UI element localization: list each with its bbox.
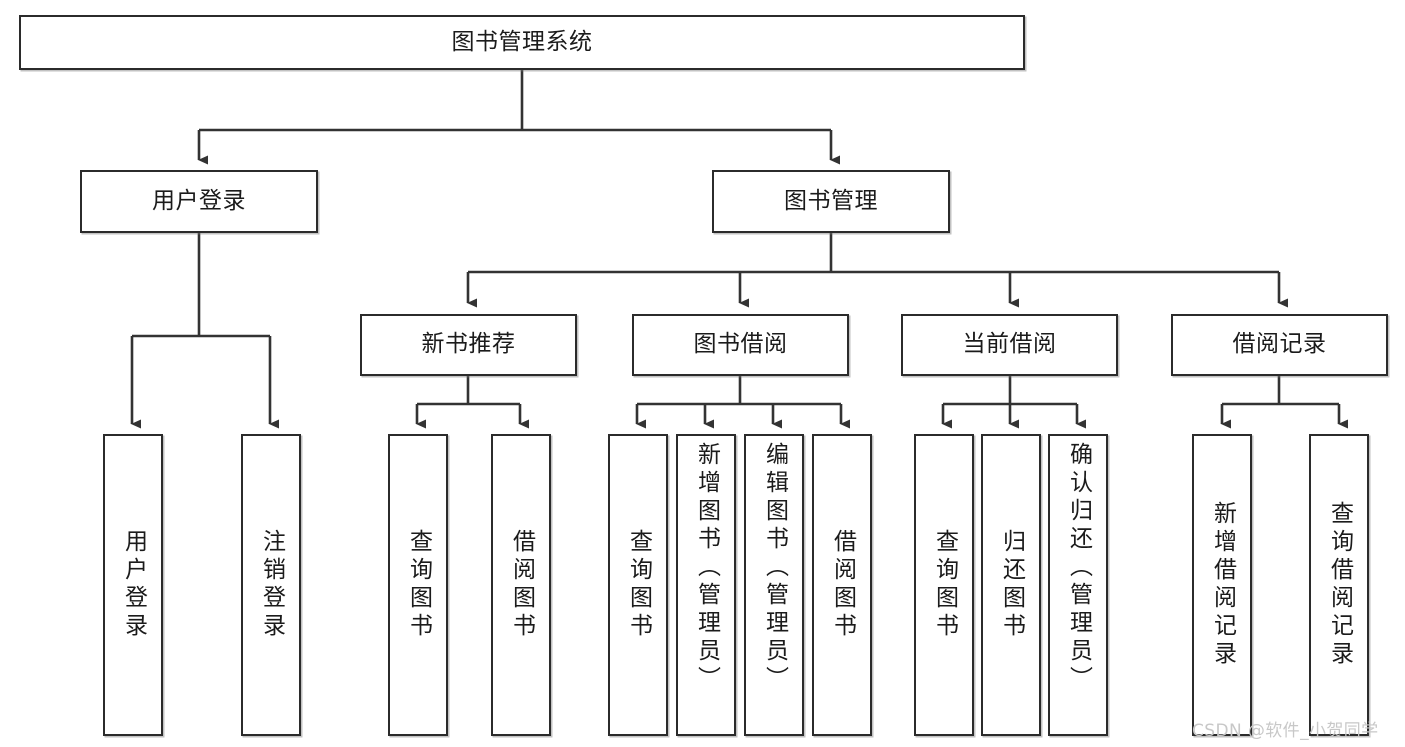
node-leaf-borrow-book-2-label: 借阅图书 <box>829 529 856 641</box>
node-new-book-recommend-label: 新书推荐 <box>421 331 516 358</box>
node-leaf-add-record[interactable]: 新增借阅记录 <box>1192 434 1252 736</box>
node-leaf-query-book-1[interactable]: 查询图书 <box>388 434 448 736</box>
node-leaf-confirm-return-label: 确认归还（管理员） <box>1065 442 1092 694</box>
node-book-borrow-label: 图书借阅 <box>693 331 788 358</box>
node-leaf-borrow-book-2[interactable]: 借阅图书 <box>812 434 872 736</box>
node-leaf-query-book-3[interactable]: 查询图书 <box>914 434 974 736</box>
node-leaf-add-book-label: 新增图书（管理员） <box>693 442 720 694</box>
node-leaf-query-book-3-label: 查询图书 <box>931 529 958 641</box>
node-root[interactable]: 图书管理系统 <box>19 15 1025 70</box>
node-leaf-edit-book[interactable]: 编辑图书（管理员） <box>744 434 804 736</box>
node-leaf-query-book-2-label: 查询图书 <box>625 529 652 641</box>
node-user-login[interactable]: 用户登录 <box>80 170 318 233</box>
node-borrow-record-label: 借阅记录 <box>1232 331 1327 358</box>
node-new-book-recommend[interactable]: 新书推荐 <box>360 314 577 376</box>
node-user-login-label: 用户登录 <box>152 187 246 214</box>
node-leaf-confirm-return[interactable]: 确认归还（管理员） <box>1048 434 1108 736</box>
node-leaf-user-login-label: 用户登录 <box>120 529 147 641</box>
csdn-watermark: CSDN @软件_小贺同学 <box>1192 721 1379 741</box>
node-leaf-borrow-book-1-label: 借阅图书 <box>508 529 535 641</box>
node-leaf-add-record-label: 新增借阅记录 <box>1209 501 1236 669</box>
node-book-manage-label: 图书管理 <box>784 187 878 214</box>
node-root-label: 图书管理系统 <box>451 28 593 55</box>
node-leaf-query-book-1-label: 查询图书 <box>405 529 432 641</box>
node-current-borrow-label: 当前借阅 <box>962 331 1057 358</box>
node-leaf-add-book[interactable]: 新增图书（管理员） <box>676 434 736 736</box>
node-leaf-return-book[interactable]: 归还图书 <box>981 434 1041 736</box>
node-leaf-user-login[interactable]: 用户登录 <box>103 434 163 736</box>
node-leaf-logout-label: 注销登录 <box>258 529 285 641</box>
node-book-manage[interactable]: 图书管理 <box>712 170 950 233</box>
node-leaf-return-book-label: 归还图书 <box>998 529 1025 641</box>
node-leaf-logout[interactable]: 注销登录 <box>241 434 301 736</box>
node-leaf-borrow-book-1[interactable]: 借阅图书 <box>491 434 551 736</box>
node-current-borrow[interactable]: 当前借阅 <box>901 314 1118 376</box>
node-leaf-edit-book-label: 编辑图书（管理员） <box>761 442 788 694</box>
node-book-borrow[interactable]: 图书借阅 <box>632 314 849 376</box>
node-borrow-record[interactable]: 借阅记录 <box>1171 314 1388 376</box>
node-leaf-query-record[interactable]: 查询借阅记录 <box>1309 434 1369 736</box>
node-leaf-query-record-label: 查询借阅记录 <box>1326 501 1353 669</box>
node-leaf-query-book-2[interactable]: 查询图书 <box>608 434 668 736</box>
